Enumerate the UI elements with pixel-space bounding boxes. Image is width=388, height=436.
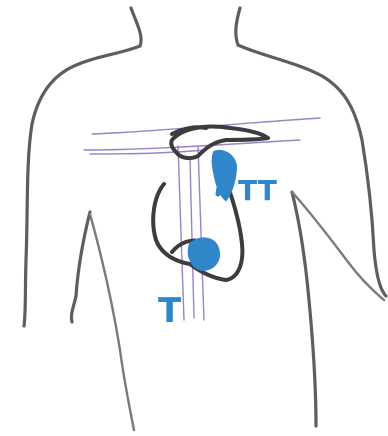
neck-right-outline xyxy=(236,8,240,45)
marker-lower-blob xyxy=(189,238,219,270)
marker-upper-label: TT xyxy=(238,174,277,207)
guide-line-vertical-right xyxy=(198,146,204,320)
left-shoulder-arm-outline xyxy=(24,46,140,326)
guide-line-mid xyxy=(84,140,300,150)
left-torso-line xyxy=(71,212,90,322)
guide-line-lower xyxy=(90,150,206,154)
right-shoulder-arm-outline xyxy=(238,45,386,296)
left-inner-line xyxy=(90,214,134,430)
right-torso-line xyxy=(292,192,316,426)
neck-left-outline xyxy=(131,8,141,46)
marker-lower-label: T xyxy=(158,291,182,331)
